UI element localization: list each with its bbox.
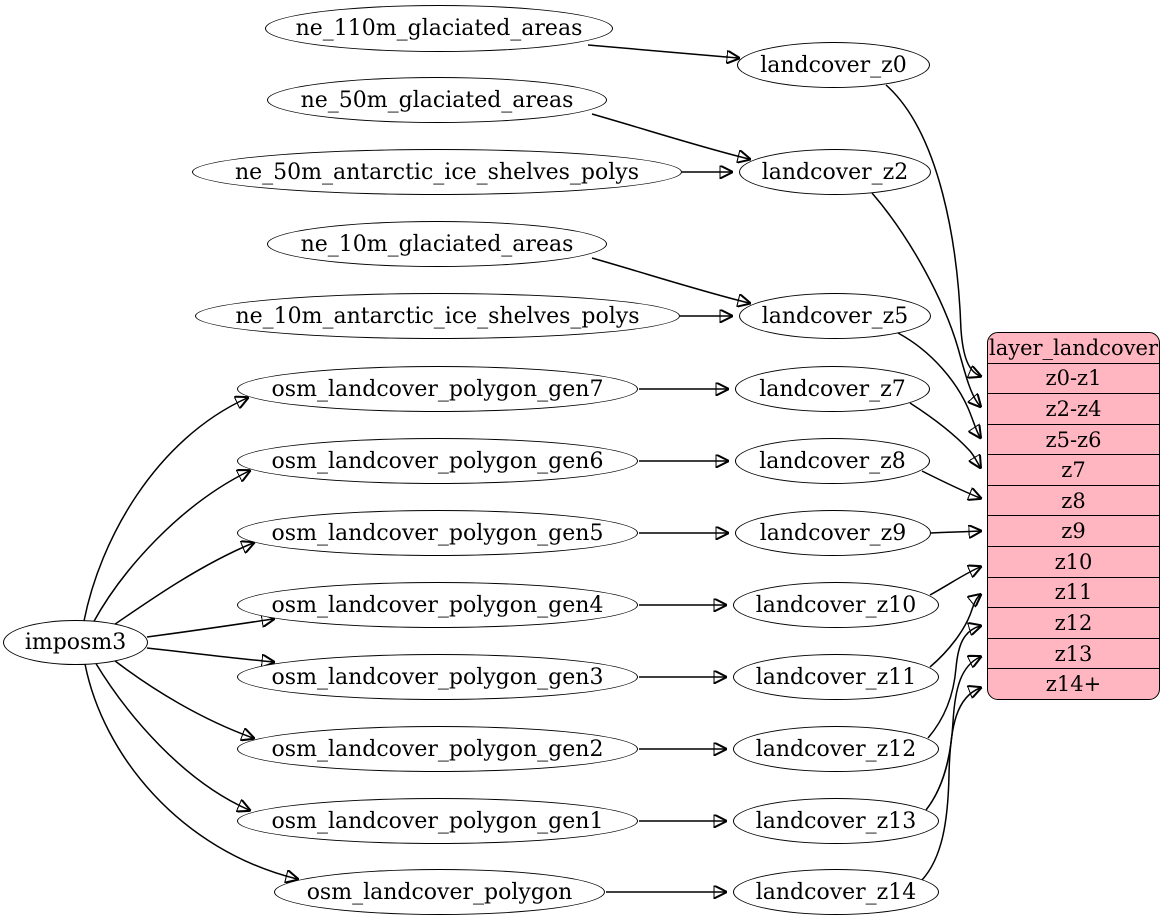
record-row-z7: z7 [988, 454, 1159, 485]
node-osm-landcover-polygon-gen4: osm_landcover_polygon_gen4 [237, 582, 638, 628]
record-row-z5-z6: z5-z6 [988, 423, 1159, 455]
record-row-z13: z13 [988, 637, 1159, 669]
node-landcover-z8: landcover_z8 [735, 438, 930, 484]
node-osm-landcover-polygon: osm_landcover_polygon [274, 869, 605, 915]
edge-ne_110m_glaciated_areas-landcover_z0 [587, 44, 738, 58]
node-label: osm_landcover_polygon_gen6 [271, 448, 604, 474]
node-label: landcover_z5 [761, 303, 909, 329]
record-row-z8: z8 [988, 484, 1159, 516]
node-ne-110m-glaciated-areas: ne_110m_glaciated_areas [265, 5, 613, 52]
node-landcover-z12: landcover_z12 [733, 726, 939, 772]
node-label: ne_50m_antarctic_ice_shelves_polys [234, 159, 640, 185]
node-layer-landcover: layer_landcover z0-z1 z2-z4 z5-z6 z7 z8 … [987, 332, 1160, 700]
node-label: osm_landcover_polygon_gen5 [271, 520, 604, 546]
node-landcover-z10: landcover_z10 [733, 582, 939, 628]
node-landcover-z2: landcover_z2 [739, 149, 931, 195]
edge-imposm3-osm_landcover_polygon_gen3 [146, 647, 273, 662]
node-label: landcover_z9 [759, 520, 907, 546]
edge-imposm3-osm_landcover_polygon [84, 663, 297, 879]
node-ne-10m-antarctic-ice-shelves-polys: ne_10m_antarctic_ice_shelves_polys [195, 293, 680, 339]
node-osm-landcover-polygon-gen1: osm_landcover_polygon_gen1 [237, 798, 638, 844]
edge-landcover_z10-row-z10 [929, 567, 980, 596]
node-osm-landcover-polygon-gen3: osm_landcover_polygon_gen3 [237, 654, 638, 700]
node-landcover-z7: landcover_z7 [735, 366, 930, 412]
node-label: ne_10m_glaciated_areas [300, 231, 574, 257]
node-label: ne_50m_glaciated_areas [300, 87, 574, 113]
node-label: osm_landcover_polygon_gen7 [271, 376, 604, 402]
node-label: imposm3 [24, 630, 127, 655]
record-row-z9: z9 [988, 515, 1159, 546]
edge-ne_10m_glaciated_areas-landcover_z5 [591, 257, 749, 303]
node-osm-landcover-polygon-gen5: osm_landcover_polygon_gen5 [237, 510, 638, 556]
node-label: ne_110m_glaciated_areas [295, 16, 583, 41]
record-row-z12: z12 [988, 607, 1159, 638]
node-label: osm_landcover_polygon_gen3 [271, 664, 604, 690]
node-label: landcover_z2 [761, 159, 909, 185]
edge-landcover_z13-row-z13 [925, 657, 980, 811]
node-label: landcover_z10 [755, 592, 917, 618]
node-label: landcover_z0 [760, 52, 907, 78]
node-label: osm_landcover_polygon [306, 879, 573, 905]
node-landcover-z13: landcover_z13 [733, 798, 939, 844]
record-row-z11: z11 [988, 576, 1159, 608]
node-label: landcover_z8 [759, 448, 906, 474]
node-osm-landcover-polygon-gen7: osm_landcover_polygon_gen7 [237, 366, 638, 412]
record-title: layer_landcover [988, 335, 1158, 360]
edge-imposm3-osm_landcover_polygon_gen7 [83, 398, 247, 622]
edge-landcover_z7-row-z7 [909, 402, 980, 467]
node-ne-50m-glaciated-areas: ne_50m_glaciated_areas [267, 77, 607, 123]
edge-imposm3-osm_landcover_polygon_gen1 [94, 661, 249, 810]
node-osm-landcover-polygon-gen2: osm_landcover_polygon_gen2 [237, 726, 638, 772]
record-row-z0-z1: z0-z1 [988, 362, 1159, 394]
node-landcover-z9: landcover_z9 [735, 510, 931, 556]
node-label: landcover_z13 [755, 808, 917, 834]
edge-landcover_z2-row-z2-z4 [871, 192, 980, 406]
record-row-z14plus: z14+ [988, 668, 1159, 699]
node-landcover-z0: landcover_z0 [737, 42, 930, 88]
node-label: osm_landcover_polygon_gen1 [271, 808, 604, 834]
node-landcover-z11: landcover_z11 [733, 654, 939, 700]
edge-imposm3-osm_landcover_polygon_gen4 [146, 619, 273, 638]
edge-landcover_z0-row-z0-z1 [885, 84, 980, 376]
edge-landcover_z14-row-z14plus [921, 688, 980, 881]
edge-landcover_z12-row-z12 [927, 626, 980, 739]
node-label: landcover_z14 [755, 879, 917, 905]
edge-landcover_z9-row-z9 [930, 531, 980, 533]
node-label: osm_landcover_polygon_gen4 [271, 592, 604, 618]
node-landcover-z5: landcover_z5 [739, 293, 931, 339]
record-row-z10: z10 [988, 546, 1159, 577]
edge-landcover_z11-row-z11 [929, 595, 980, 668]
node-ne-10m-glaciated-areas: ne_10m_glaciated_areas [267, 221, 607, 267]
node-osm-landcover-polygon-gen6: osm_landcover_polygon_gen6 [237, 438, 638, 484]
node-ne-50m-antarctic-ice-shelves-polys: ne_50m_antarctic_ice_shelves_polys [192, 149, 682, 195]
node-label: landcover_z12 [755, 736, 917, 762]
edge-landcover_z8-row-z8 [921, 470, 980, 498]
node-label: landcover_z11 [755, 664, 917, 690]
edge-landcover_z5-row-z5-z6 [897, 332, 980, 437]
node-landcover-z14: landcover_z14 [733, 869, 939, 915]
edge-imposm3-osm_landcover_polygon_gen5 [107, 543, 253, 630]
edge-ne_50m_glaciated_areas-landcover_z2 [591, 113, 749, 159]
edge-imposm3-osm_landcover_polygon_gen2 [109, 656, 253, 738]
node-label: landcover_z7 [759, 376, 906, 402]
edge-imposm3-osm_landcover_polygon_gen6 [92, 471, 249, 624]
node-imposm3: imposm3 [3, 620, 148, 665]
node-label: ne_10m_antarctic_ice_shelves_polys [235, 303, 640, 329]
node-label: osm_landcover_polygon_gen2 [271, 736, 604, 762]
record-row-z2-z4: z2-z4 [988, 393, 1159, 424]
